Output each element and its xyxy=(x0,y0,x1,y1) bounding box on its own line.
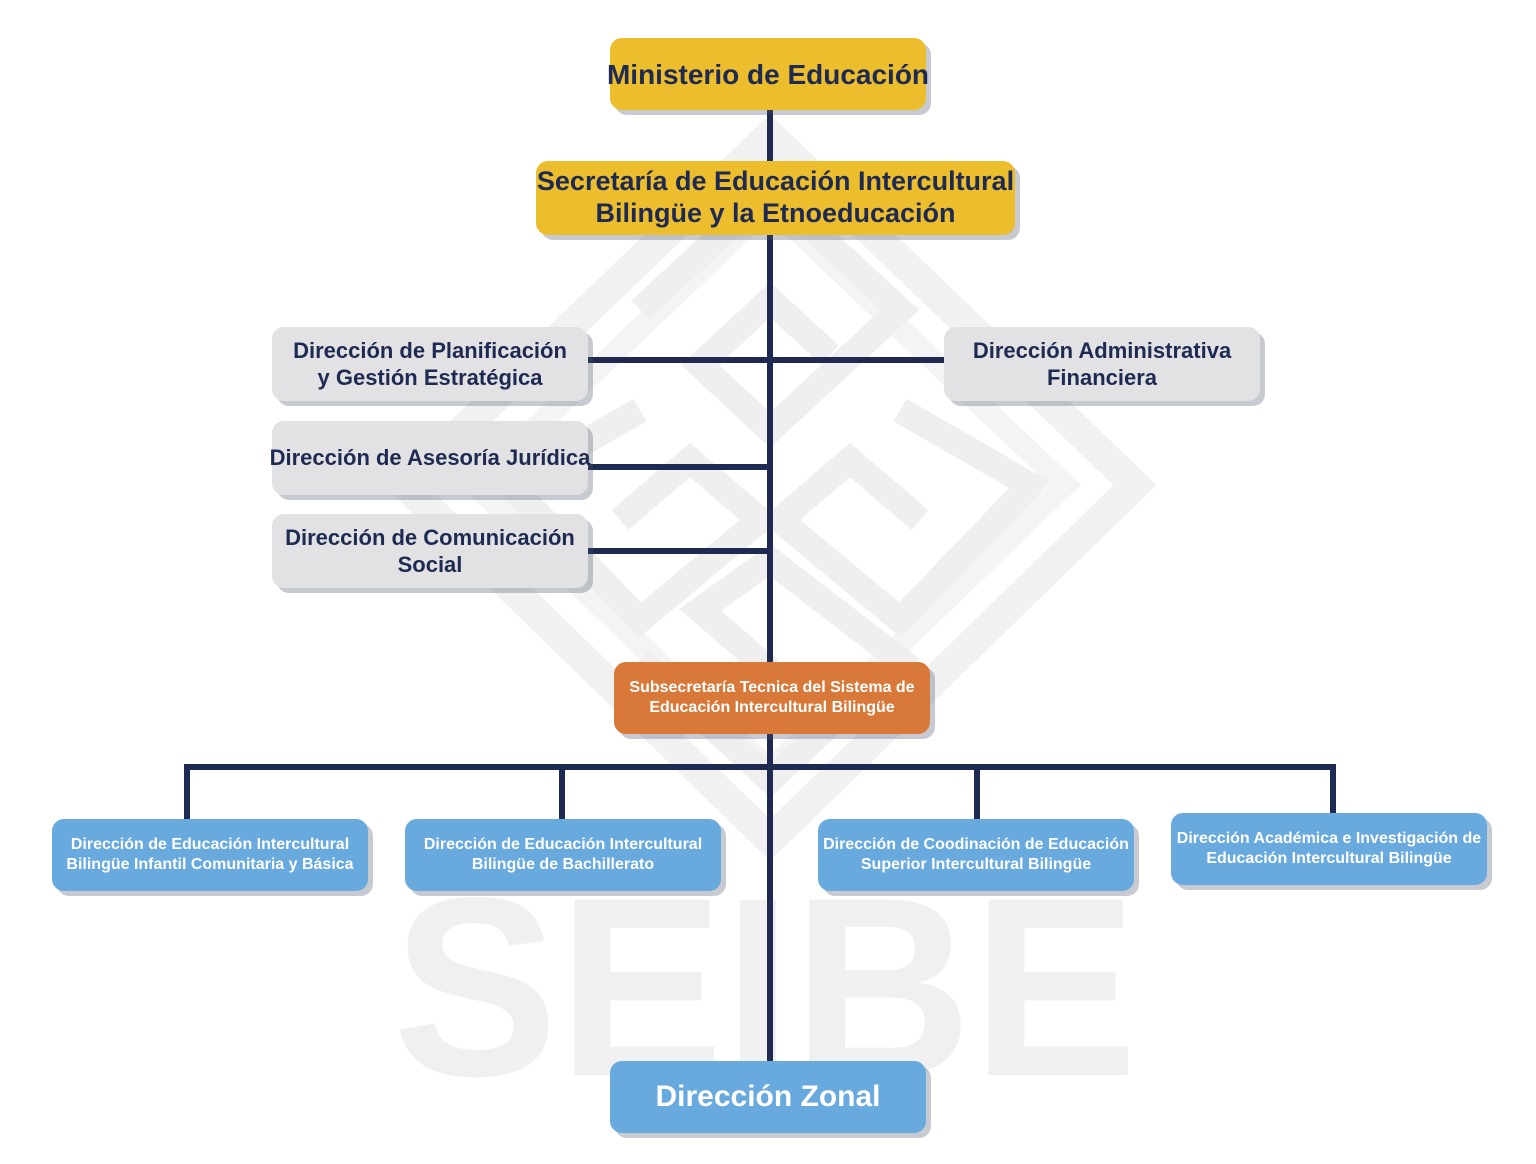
node-ministerio-de-educacion: Ministerio de Educación xyxy=(606,38,930,110)
node-label-line: Educación Intercultural Bilingüe xyxy=(649,699,895,716)
node-direccion-infantil-comunitaria: Dirección de Educación Intercultural Bil… xyxy=(52,819,368,891)
node-label-line: Dirección de Coodinación de Educación xyxy=(823,836,1129,853)
node-label-line: Dirección de Educación Intercultural xyxy=(423,836,703,853)
node-label-line: Educación Intercultural Bilingüe xyxy=(1206,850,1452,867)
node-label-line: Dirección de Educación Intercultural xyxy=(70,836,350,853)
node-direccion-comunicacion: Dirección de Comunicación Social xyxy=(272,514,588,588)
node-direccion-administrativa: Dirección Administrativa Financiera xyxy=(944,327,1260,401)
node-direccion-asesoria-juridica: Dirección de Asesoría Jurídica xyxy=(269,421,591,495)
node-direccion-planificacion: Dirección de Planificación y Gestión Est… xyxy=(272,327,588,401)
node-label-line: Bilingüe de Bachillerato xyxy=(471,856,655,873)
node-label-line: y Gestión Estratégica xyxy=(317,365,543,390)
node-label-line: Ministerio de Educación xyxy=(606,58,930,90)
node-label-line: Dirección de Planificación xyxy=(293,337,567,363)
node-subsecretaria: Subsecretaría Tecnica del Sistema de Edu… xyxy=(614,662,930,734)
node-label-line: Subsecretaría Tecnica del Sistema de xyxy=(629,679,915,696)
node-label-line: Bilingüe y la Etnoeducación xyxy=(595,198,956,228)
node-label-line: Dirección de Comunicación xyxy=(285,524,575,550)
node-label-line: Secretaría de Educación Intercultural xyxy=(536,166,1015,197)
node-label-line: Bilingüe Infantil Comunitaria y Básica xyxy=(66,856,354,873)
node-label-line: Financiera xyxy=(1046,365,1158,390)
node-label-line: Dirección Zonal xyxy=(655,1080,881,1114)
node-direccion-bachillerato: Dirección de Educación Intercultural Bil… xyxy=(405,819,721,891)
node-direccion-zonal: Dirección Zonal xyxy=(610,1061,926,1133)
node-label-line: Social xyxy=(397,552,463,577)
node-secretaria: Secretaría de Educación Intercultural Bi… xyxy=(536,161,1015,235)
node-label-line: Dirección Administrativa xyxy=(972,337,1232,363)
node-direccion-academica: Dirección Académica e Investigación de E… xyxy=(1171,813,1487,885)
node-label-line: Superior Intercultural Bilingüe xyxy=(860,856,1092,873)
node-label-line: Dirección Académica e Investigación de xyxy=(1176,830,1482,847)
node-direccion-superior: Dirección de Coodinación de Educación Su… xyxy=(818,819,1134,891)
node-label-line: Dirección de Asesoría Jurídica xyxy=(269,445,591,471)
